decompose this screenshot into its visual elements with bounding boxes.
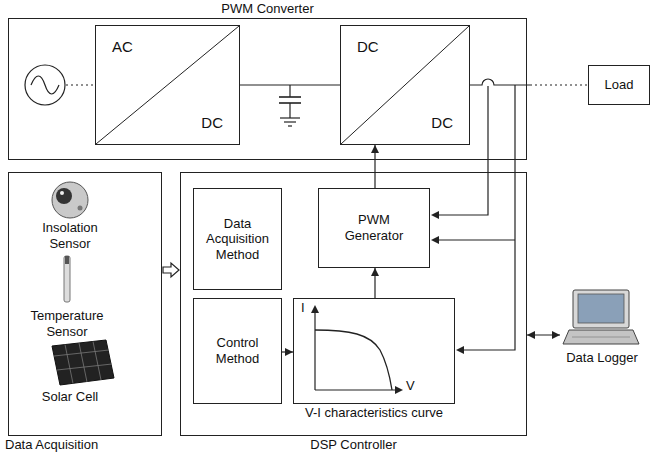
controller-group: DSP ControllerData Acquisition MethodCon… [180,172,527,436]
arrowhead [456,346,464,354]
block-label: DC [357,38,379,56]
label-text: Temperature Sensor [22,308,112,339]
load-box: Load [588,65,650,105]
group-title: Data Acquisition [5,437,98,453]
ground-symbol [288,125,292,126]
arrowhead [311,305,319,313]
temperature-sensor-icon [64,256,70,302]
process-box: PWM Generator [318,188,430,268]
label-text: V [406,378,415,394]
arrowhead [431,211,439,219]
insolation-sensor-icon [52,182,88,218]
label-text: Insolation Sensor [28,220,112,251]
group-title: DSP Controller [181,437,526,453]
group-title: PWM Converter [9,1,526,17]
graph-axis [314,312,315,390]
label-text: I [301,300,305,316]
iv-curve [315,330,392,390]
solar-cell-icon [52,340,114,385]
converter-block: AC DC [95,25,240,145]
temperature-sensor-icon [65,256,69,264]
connector [371,268,379,298]
converter-diagonal [96,26,239,144]
insolation-sensor-icon [78,206,83,211]
data-logger: Data Logger [560,288,644,366]
ground-symbol [280,117,300,118]
connector [527,331,560,339]
box-label: PWM Generator [334,212,414,243]
converter-group: PWM ConverterACDCDCDC [8,18,527,160]
insolation-sensor-icon [60,191,64,195]
capacitor-plate [279,96,301,98]
process-box: Data Acquisition Method [193,188,282,290]
connector [282,348,293,356]
arrowhead [371,268,379,276]
laptop-screen [578,294,624,323]
box-label: Load [605,77,634,93]
capacitor-lead [289,103,290,118]
arrowhead [371,145,379,153]
feedback-wire [439,239,515,240]
feedback-wire [439,86,488,215]
label-text: Solar Cell [25,389,115,405]
laptop-base [563,330,639,344]
block-label: AC [112,38,133,56]
acquisition-group: Data AcquisitionInsolation SensorTempera… [8,172,162,436]
connector [470,79,588,85]
feedback-wire [464,85,515,350]
arrowhead [431,236,439,244]
laptop-keys [572,337,630,338]
arrowhead [285,348,293,356]
block-label: DC [431,114,453,132]
solar-cell-grid [54,342,112,384]
sine-wave [31,76,59,94]
laptop-icon [573,290,629,328]
ground-symbol [284,121,296,122]
connector [163,263,179,277]
box-label: Data Acquisition Method [198,216,277,263]
converter-block: DC DC [340,25,470,145]
graph-axis [315,389,396,390]
icon-label: Data Logger [566,350,638,366]
connector [240,85,340,86]
insolation-sensor-icon [56,188,72,204]
arrowhead [527,331,535,339]
graph-caption: V-I characteristics curve [305,405,443,421]
capacitor-lead [289,85,290,97]
arrowhead [395,386,403,394]
dotted-wire [66,84,95,85]
ac-source-symbol [25,65,65,105]
graph-box: V-I characteristics curveIV [293,298,455,404]
block-label: DC [201,114,223,132]
arrowhead [552,331,560,339]
box-label: Control Method [198,335,277,366]
connector [371,145,379,188]
converter-diagonal [341,26,469,144]
process-box: Control Method [193,298,282,404]
